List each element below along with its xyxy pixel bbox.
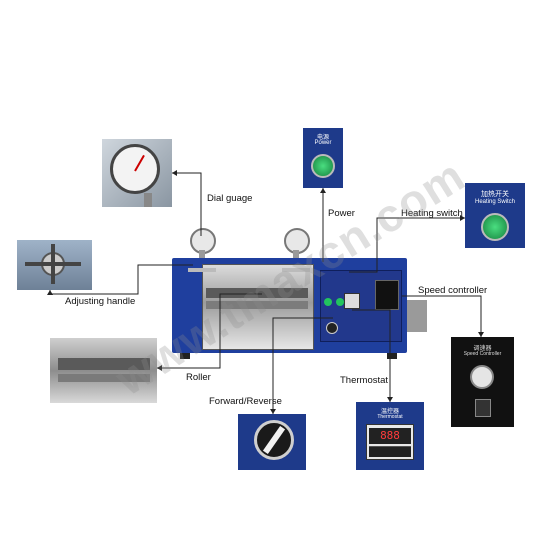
dial-gauge-photo <box>102 139 172 207</box>
label-roller: Roller <box>186 372 211 383</box>
thermostat-readout: 888 <box>369 428 411 444</box>
speed-cn-text: 调速器 <box>473 346 492 352</box>
speed-controller-small <box>375 280 399 310</box>
label-speed-controller: Speed controller <box>418 285 488 296</box>
roller-top <box>206 288 308 298</box>
label-forward-reverse: Forward/Reverse <box>209 396 282 407</box>
label-dial-gauge: Dial guage <box>207 193 253 204</box>
speed-controller-photo: 调速器 Speed Controller <box>451 337 514 427</box>
thermo-cn-text: 温控器 <box>380 409 399 415</box>
speed-knob-icon <box>470 365 494 389</box>
heat-indicator <box>336 298 344 306</box>
thermo-en-text: Thermostat <box>377 414 403 420</box>
label-power: Power <box>328 208 355 219</box>
speed-en-text: Speed Controller <box>463 351 502 357</box>
label-adjusting-handle: Adjusting handle <box>65 296 136 307</box>
power-cn-text: 电源 <box>316 135 329 141</box>
power-indicator <box>324 298 332 306</box>
power-switch-photo: 电源 Power <box>303 128 343 188</box>
adjusting-handle-left <box>188 268 216 272</box>
thermostat-display: 888 <box>366 424 414 460</box>
power-en-text: Power <box>314 140 332 146</box>
roller-photo <box>50 338 157 403</box>
adjusting-handle-photo <box>17 240 92 290</box>
heating-button-icon <box>481 213 509 241</box>
heating-en-text: Heating Switch <box>474 199 516 205</box>
label-thermostat: Thermostat <box>340 375 389 386</box>
motor-box <box>407 300 427 332</box>
thermostat-small <box>344 293 360 309</box>
forward-reverse-knob <box>326 322 338 334</box>
heating-cn-text: 加热开关 <box>481 191 509 198</box>
heating-switch-photo: 加热开关 Heating Switch <box>465 183 525 248</box>
dial-gauge-right <box>284 228 310 254</box>
label-heating-switch: Heating switch <box>401 208 463 219</box>
power-button-icon <box>311 154 335 178</box>
adjusting-handle-right <box>282 268 310 272</box>
thermostat-photo: 温控器 Thermostat 888 <box>356 402 424 470</box>
speed-switch-icon <box>475 399 491 417</box>
forward-reverse-photo <box>238 414 306 470</box>
